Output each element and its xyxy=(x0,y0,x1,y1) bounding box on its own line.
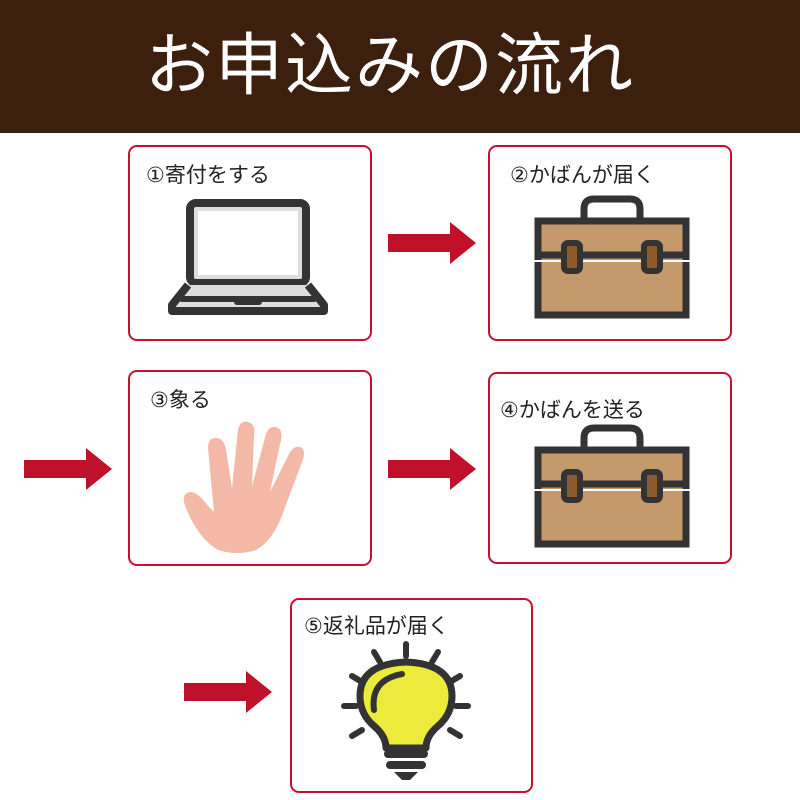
arrow-right-icon xyxy=(184,671,272,713)
step-label: ⑤返礼品が届く xyxy=(304,614,449,638)
step-5-card: ⑤返礼品が届く xyxy=(290,598,533,793)
step-label: ②かばんが届く xyxy=(510,163,655,187)
step-2-card: ②かばんが届く xyxy=(488,145,732,341)
step-3-card: ③象る xyxy=(128,370,372,566)
page-title: お申込みの流れ xyxy=(144,27,635,106)
header-banner: お申込みの流れ xyxy=(0,0,800,133)
step-label: ④かばんを送る xyxy=(500,398,645,422)
arrow-right-icon xyxy=(24,448,112,490)
laptop-icon xyxy=(168,199,328,315)
briefcase-icon xyxy=(534,195,690,319)
briefcase-icon xyxy=(534,424,690,548)
arrow-right-icon xyxy=(388,222,476,264)
step-1-card: ①寄付をする xyxy=(128,145,372,341)
hand-icon xyxy=(183,421,304,553)
step-label: ①寄付をする xyxy=(146,163,270,187)
step-4-card: ④かばんを送る xyxy=(488,372,732,564)
arrow-right-icon xyxy=(388,448,476,490)
step-label: ③象る xyxy=(150,388,211,412)
lightbulb-icon xyxy=(341,641,471,780)
